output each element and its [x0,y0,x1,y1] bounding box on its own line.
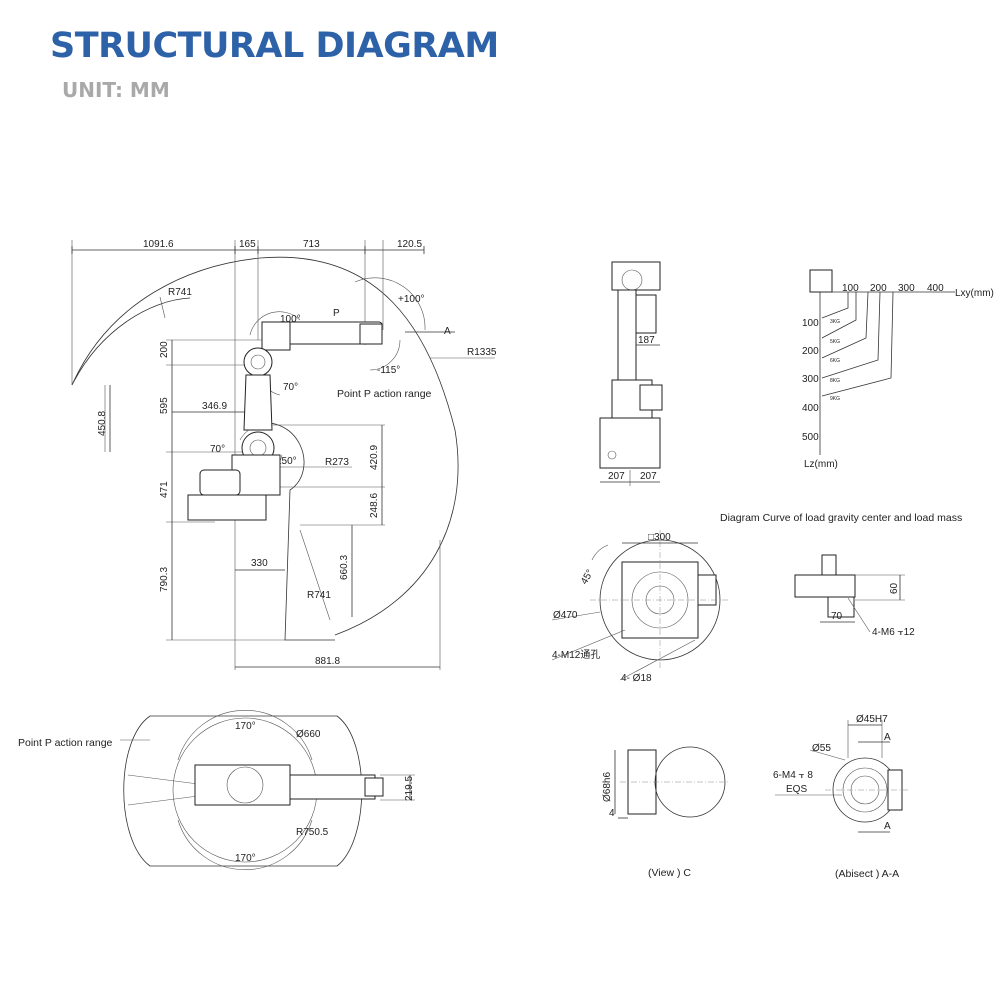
radius-r741-bottom: R741 [307,590,331,601]
top-diameter-660: Ø660 [296,729,321,740]
radius-r741-top: R741 [168,287,192,298]
front-base-left: 207 [608,471,625,482]
section-a-top: A [884,732,891,743]
section-d55: Ø55 [812,743,831,754]
section-eqs: EQS [786,784,807,795]
dim-248-6: 248.6 [369,493,380,518]
unit-label: UNIT: MM [62,78,170,102]
dim-450-8: 450.8 [97,411,108,436]
view-c-diameter: Ø68h6 [602,772,613,802]
section-d45: Ø45H7 [856,714,888,725]
side-action-range-label: Point P action range [337,388,432,400]
section-holes: 6-M4 ⫟ 8 [773,770,813,781]
load-mass-label: 9KG [830,396,840,402]
page-title: STRUCTURAL DIAGRAM [50,26,499,66]
load-y-tick: 500 [802,432,819,443]
radius-r1335: R1335 [467,347,497,358]
dim-346-9: 346.9 [202,401,227,412]
robot-side-body [187,321,383,521]
section-aa: Ø45H7 A Ø55 6-M4 ⫟ 8 EQS A (Abisect ) A-… [773,714,910,880]
top-view: 170° 170° Ø660 R750.5 219.5 Point P acti… [18,709,415,871]
load-y-axis-label: Lz(mm) [804,459,838,470]
dim-200: 200 [159,341,170,358]
load-curve-line [821,292,849,319]
flange-dim-70: 70 [831,611,843,622]
load-y-tick: 200 [802,346,819,357]
reach-envelope-outer [71,256,459,636]
point-p-label: P [333,308,340,319]
angle-70-b: 70° [210,444,225,455]
base-holes-dia: 4- Ø18 [621,673,652,684]
dim-330: 330 [251,558,268,569]
base-view: □300 45° Ø470 4-M12通孔 4- Ø18 [551,530,730,684]
dim-1091-6: 1091.6 [143,239,174,250]
bottom-angle-170: 170° [235,853,256,864]
load-mass-label: 5KG [830,339,840,345]
top-angle-170: 170° [235,721,256,732]
dim-120-5: 120.5 [397,239,422,250]
base-square-300: □300 [648,532,671,543]
top-offset-219-5: 219.5 [404,776,415,801]
load-x-tick: 100 [842,283,859,294]
top-radius-750-5: R750.5 [296,827,329,838]
top-envelope [123,715,363,867]
flange-holes: 4-M6 ⫟12 [872,627,915,638]
robot-top-body [194,764,384,806]
section-a-bottom: A [884,821,891,832]
load-curve-caption: Diagram Curve of load gravity center and… [720,512,962,524]
load-curve-line [821,291,869,359]
base-holes-thread: 4-M12通孔 [552,649,600,661]
dim-471: 471 [159,481,170,498]
load-x-axis-label: Lxy(mm) [955,288,994,299]
load-mass-label: 3KG [830,319,840,325]
dim-165: 165 [239,239,256,250]
front-dim-187: 187 [638,335,655,346]
dim-881-8: 881.8 [315,656,340,667]
dim-595: 595 [159,397,170,414]
load-mass-label: 8KG [830,378,840,384]
reach-envelope-inner [71,297,191,386]
load-mass-label: 6KG [830,358,840,364]
angle-70-a: 70° [283,382,298,393]
load-y-tick: 100 [802,318,819,329]
load-curve-line [821,291,894,397]
dim-713: 713 [303,239,320,250]
load-y-tick: 300 [802,374,819,385]
dim-420-9: 420.9 [369,445,380,470]
load-curve-chart: Lxy(mm) Lz(mm) 100 200 300 400 100 200 3… [720,269,994,524]
side-view: 1091.6 165 713 120.5 200 595 471 790.3 4… [71,239,497,670]
flange-dim-60: 60 [889,582,900,594]
base-diameter-470: Ø470 [553,610,578,621]
base-angle-45: 45° [579,568,596,587]
top-action-range-label: Point P action range [18,737,113,749]
view-c-caption: (View ) C [648,867,691,879]
radius-r273: R273 [325,457,349,468]
front-base-right: 207 [640,471,657,482]
load-curve-line [821,291,881,379]
section-a-marker: A [444,326,451,337]
angle-100: 100° [280,314,301,325]
front-view: 187 207 207 [599,261,663,486]
view-c: Ø68h6 4 (View ) C [602,746,730,879]
angle-plus100: +100° [398,294,425,305]
load-x-tick: 200 [870,283,887,294]
load-y-tick: 400 [802,403,819,414]
load-x-tick: 400 [927,283,944,294]
section-aa-caption: (Abisect ) A-A [835,868,899,880]
flange-side-view: 60 70 4-M6 ⫟12 [794,554,915,638]
load-curve-line [821,292,857,339]
dim-790-3: 790.3 [159,567,170,592]
load-x-tick: 300 [898,283,915,294]
angle-minus115: -115° [377,365,400,376]
dim-660-3: 660.3 [339,555,350,580]
view-c-depth: 4 [609,808,615,819]
angle-150: 150° [276,456,297,467]
